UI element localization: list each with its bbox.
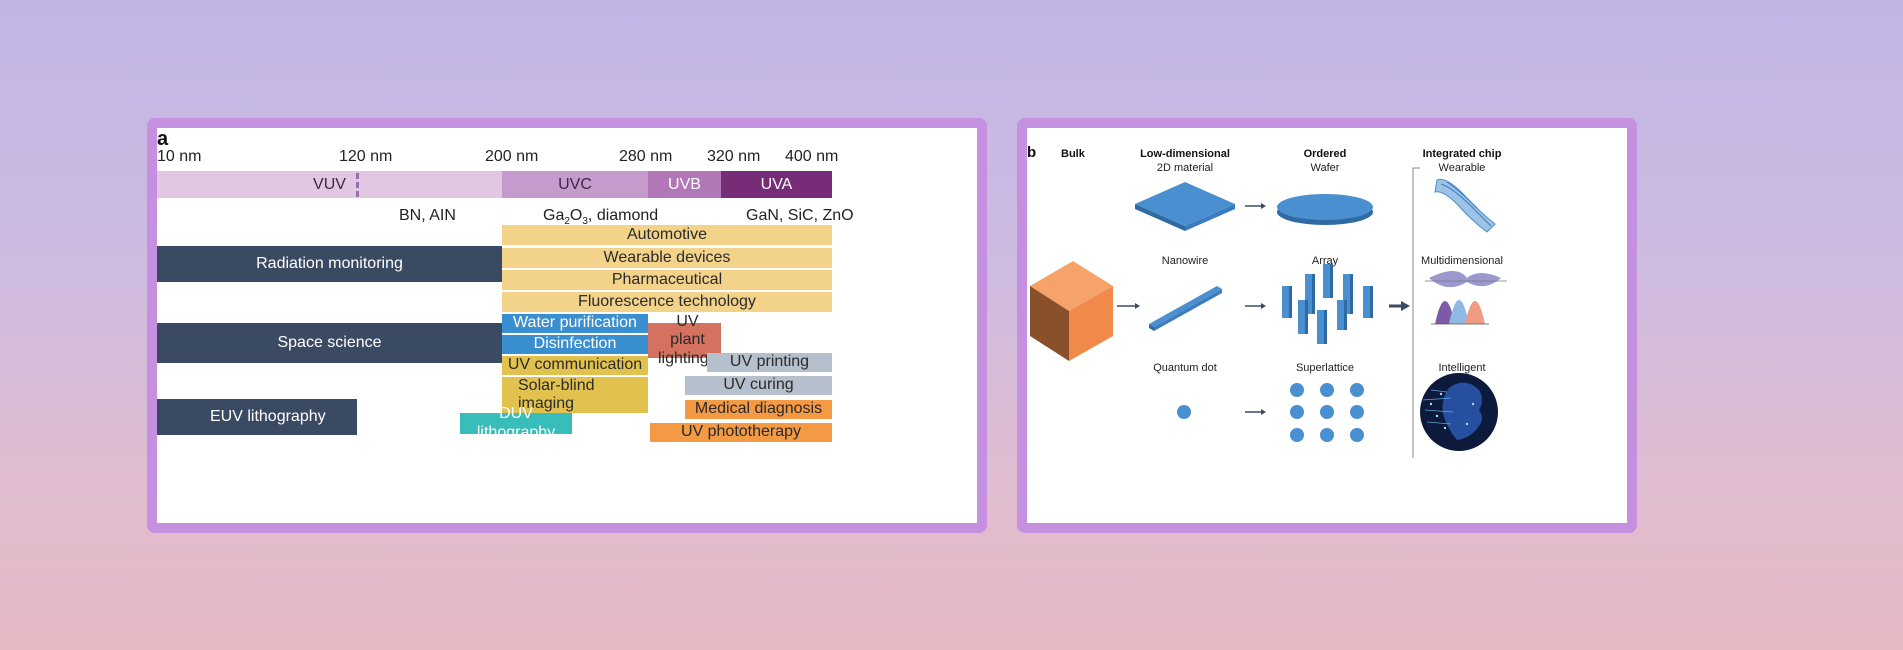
band-uvc: UVC — [502, 171, 648, 198]
column-low-dimensional-title: Low-dimensional — [1140, 148, 1230, 160]
panel-b: b Bulk Low-dimensional Ordered Integrate… — [1027, 128, 1627, 523]
app-uv-communication: UV communication — [502, 356, 648, 375]
app-uv-curing: UV curing — [685, 376, 832, 395]
caption-intelligent: Intelligent — [1438, 362, 1486, 374]
nanowire-array-illustration — [1282, 264, 1373, 344]
quantum-dot-illustration — [1177, 405, 1191, 419]
app-euv-lithography: EUV lithography — [157, 399, 357, 435]
caption-2d-material: 2D material — [1156, 162, 1214, 174]
nanowire-illustration — [1149, 286, 1222, 331]
caption-nanowire: Nanowire — [1161, 255, 1209, 267]
caption-quantum-dot: Quantum dot — [1153, 362, 1217, 374]
tick-320nm: 320 nm — [707, 148, 761, 165]
app-medical-diagnosis: Medical diagnosis — [685, 400, 832, 419]
app-uv-printing: UV printing — [707, 353, 832, 372]
app-water-purification: Water purification — [502, 314, 648, 333]
app-uv-plant-lighting: UV plant lighting — [648, 313, 721, 367]
app-fluorescence: Fluorescence technology — [502, 292, 832, 312]
multidimensional-chip-illustration — [1425, 271, 1507, 325]
tick-400nm: 400 nm — [785, 148, 839, 165]
tick-280nm: 280 nm — [619, 148, 673, 165]
tick-120nm: 120 nm — [339, 148, 393, 165]
wearable-chip-illustration — [1434, 178, 1496, 233]
band-uva: UVA — [721, 171, 832, 198]
band-vuv: VUV — [157, 171, 502, 198]
panel-a-letter: a — [157, 128, 169, 150]
column-ordered-title: Ordered — [1303, 148, 1347, 160]
material-gan-sic-zno: GaN, SiC, ZnO — [746, 207, 854, 224]
panel-b-letter: b — [1027, 144, 1037, 161]
app-uv-phototherapy: UV phototherapy — [650, 423, 832, 442]
intelligent-chip-illustration — [1420, 373, 1498, 451]
app-disinfection: Disinfection — [502, 335, 648, 354]
tick-200nm: 200 nm — [485, 148, 539, 165]
caption-wearable: Wearable — [1438, 162, 1486, 174]
panel-a: a 10 nm 120 nm 200 nm 280 nm 320 nm 400 … — [157, 128, 977, 523]
panel-b-frame: b Bulk Low-dimensional Ordered Integrate… — [1017, 118, 1637, 533]
caption-multidimensional: Multidimensional — [1421, 255, 1503, 267]
app-wearable-devices: Wearable devices — [502, 248, 832, 268]
wafer-illustration — [1277, 194, 1373, 225]
superlattice-illustration — [1290, 383, 1364, 442]
band-uvb: UVB — [648, 171, 721, 198]
2d-material-illustration — [1135, 182, 1235, 231]
integration-bracket — [1412, 167, 1420, 458]
tick-10nm: 10 nm — [157, 148, 202, 165]
caption-wafer: Wafer — [1310, 162, 1340, 174]
progression-arrows — [1117, 203, 1410, 415]
material-bn-ain: BN, AIN — [399, 207, 456, 224]
app-automotive: Automotive — [502, 225, 832, 245]
caption-superlattice: Superlattice — [1295, 362, 1355, 374]
app-duv-lithography: DUV lithography — [460, 405, 572, 441]
panel-a-frame: a 10 nm 120 nm 200 nm 280 nm 320 nm 400 … — [147, 118, 987, 533]
band-vuv-divider — [356, 173, 359, 197]
app-radiation-monitoring: Radiation monitoring — [157, 246, 502, 282]
column-bulk-title: Bulk — [1061, 148, 1085, 160]
bulk-cube-illustration — [1030, 261, 1113, 361]
app-pharmaceutical: Pharmaceutical — [502, 270, 832, 290]
material-ga2o3-diamond: Ga2O3, diamond — [543, 207, 659, 228]
column-integrated-chip-title: Integrated chip — [1422, 148, 1502, 160]
app-space-science: Space science — [157, 323, 502, 363]
